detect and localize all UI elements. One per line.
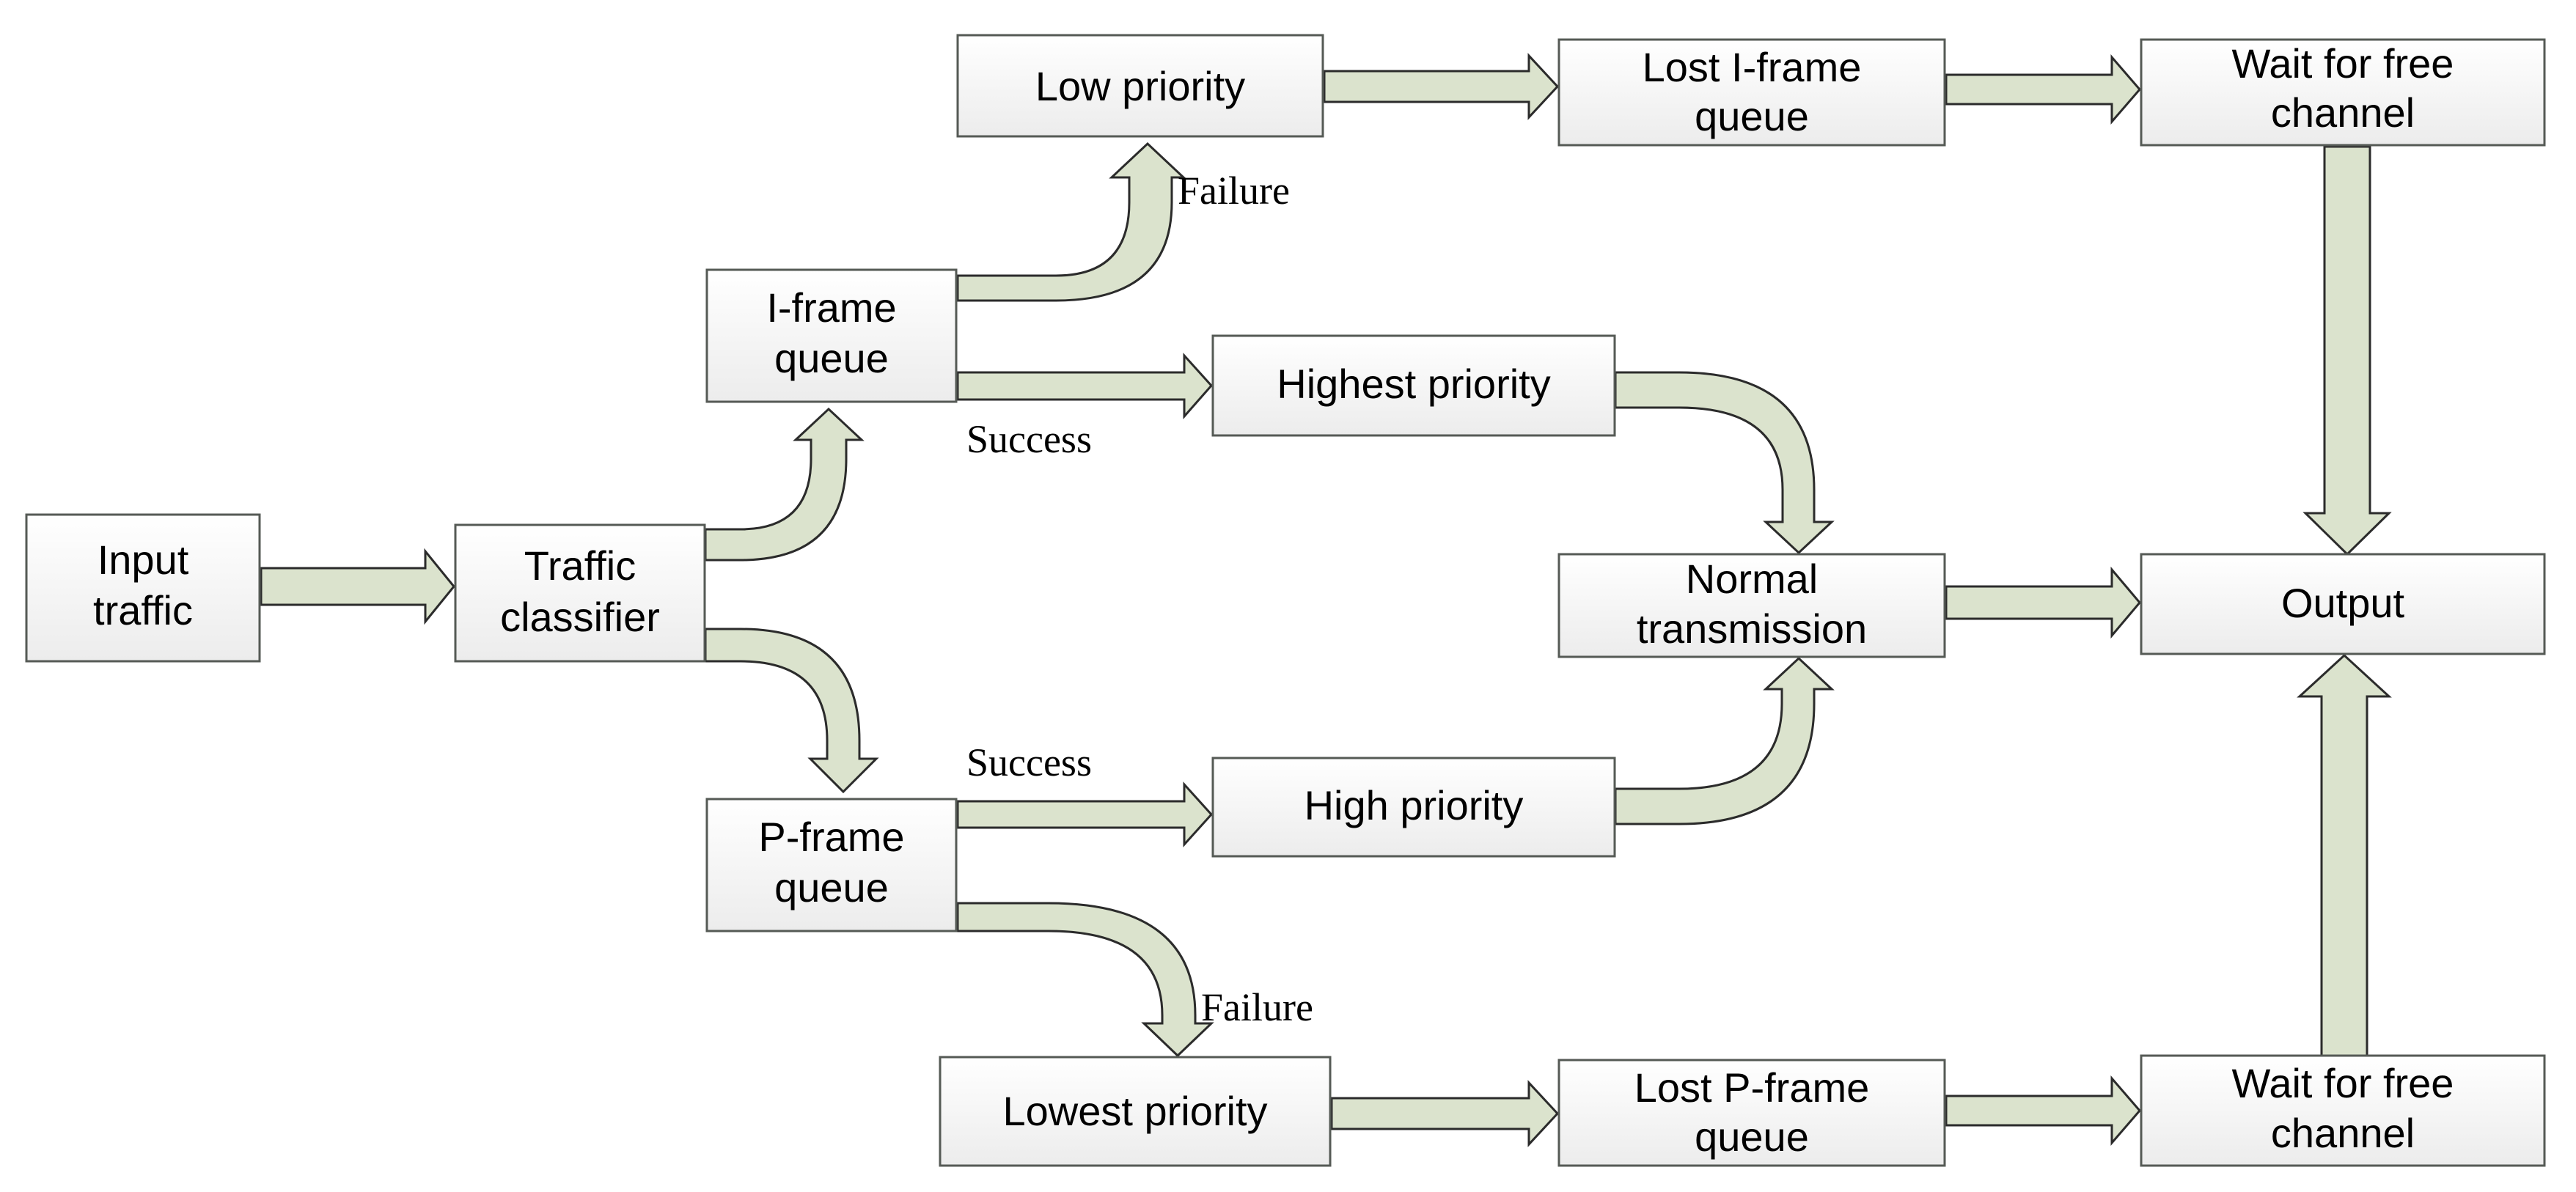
node-low-priority: Low priority: [956, 34, 1324, 138]
node-label: Normal: [1686, 556, 1818, 602]
node-wait-free-channel-top: Wait for free channel: [2140, 38, 2546, 147]
node-input-traffic: Input traffic: [25, 513, 261, 663]
arrow-normal-to-output: [1945, 566, 2141, 639]
arrow-iframe-to-highest-priority: [956, 353, 1214, 419]
arrow-highest-to-normal: [1614, 371, 1835, 555]
edge-label-i-failure: Failure: [1178, 169, 1290, 213]
arrow-classifier-to-iframe: [704, 407, 865, 562]
arrow-lost-pframe-to-wait-bottom: [1945, 1075, 2141, 1147]
nodes: Input traffic Traffic classifier I-frame…: [25, 34, 2546, 1167]
node-label: classifier: [500, 594, 660, 640]
node-label: P-frame: [758, 814, 904, 860]
node-label: Lost I-frame: [1643, 44, 1862, 90]
node-label: channel: [2271, 1110, 2415, 1156]
arrow-iframe-to-low-priority: [956, 141, 1186, 302]
node-label: queue: [774, 864, 889, 910]
node-wait-free-channel-bottom: Wait for free channel: [2140, 1054, 2546, 1167]
arrow-pframe-to-lowest-priority: [956, 902, 1214, 1058]
arrow-low-to-lost-iframe: [1323, 53, 1560, 120]
node-label: Traffic: [524, 542, 636, 589]
arrow-input-to-classifier: [260, 548, 455, 625]
node-label: Output: [2281, 580, 2405, 626]
node-label: Input: [98, 537, 189, 583]
edge-labels: Failure Success Success Failure: [966, 169, 1313, 1029]
node-label: I-frame: [766, 284, 896, 331]
arrow-wait-bottom-to-output: [2297, 653, 2392, 1057]
arrow-classifier-to-pframe: [704, 628, 879, 794]
arrow-lost-iframe-to-wait-top: [1945, 54, 2141, 125]
node-label: queue: [1695, 93, 1809, 139]
node-lowest-priority: Lowest priority: [939, 1056, 1332, 1167]
arrow-lowest-to-lost-pframe: [1330, 1080, 1560, 1147]
node-label: Wait for free: [2232, 40, 2454, 87]
node-normal-transmission: Normal transmission: [1557, 553, 1946, 658]
node-label: queue: [1695, 1114, 1809, 1160]
node-label: Wait for free: [2232, 1060, 2454, 1106]
arrow-pframe-to-high-priority: [956, 781, 1214, 847]
node-label: Low priority: [1035, 63, 1245, 109]
edge-label-p-success: Success: [966, 740, 1092, 784]
node-label: queue: [774, 335, 889, 381]
node-traffic-classifier: Traffic classifier: [454, 523, 706, 663]
node-label: Highest priority: [1277, 361, 1550, 407]
node-label: High priority: [1304, 782, 1524, 828]
node-high-priority: High priority: [1211, 757, 1616, 858]
node-label: transmission: [1637, 606, 1867, 652]
node-i-frame-queue: I-frame queue: [705, 268, 958, 403]
node-lost-p-frame-queue: Lost P-frame queue: [1557, 1059, 1946, 1167]
node-output: Output: [2140, 553, 2546, 655]
node-label: Lowest priority: [1002, 1088, 1267, 1134]
node-label: Lost P-frame: [1634, 1064, 1870, 1111]
arrow-high-to-normal: [1614, 656, 1835, 825]
node-label: traffic: [93, 587, 193, 633]
arrow-wait-top-to-output: [2302, 145, 2392, 556]
arrows: [260, 53, 2392, 1147]
edge-label-p-failure: Failure: [1201, 985, 1313, 1029]
node-label: channel: [2271, 89, 2415, 136]
node-p-frame-queue: P-frame queue: [705, 798, 958, 932]
node-lost-i-frame-queue: Lost I-frame queue: [1557, 38, 1946, 147]
edge-label-i-success: Success: [966, 417, 1092, 461]
node-highest-priority: Highest priority: [1211, 334, 1616, 437]
